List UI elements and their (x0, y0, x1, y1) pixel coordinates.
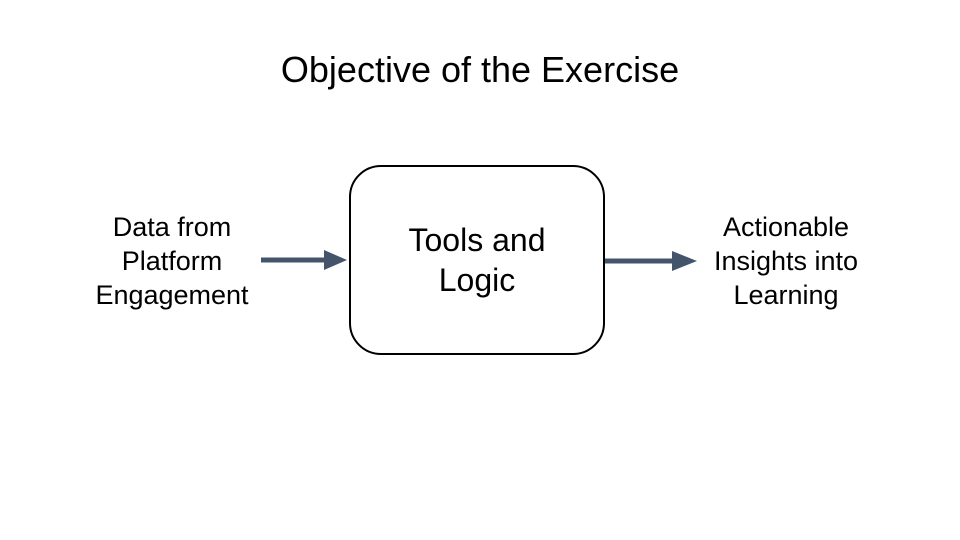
arrow-head (324, 250, 347, 270)
slide-title: Objective of the Exercise (280, 49, 680, 90)
arrow-head (672, 251, 697, 271)
process-box-label: Tools and Logic (408, 222, 546, 298)
source-label: Data from Platform Engagement (95, 212, 249, 310)
process-box: Tools and Logic (349, 165, 605, 355)
output-label: Actionable Insights into Learning (713, 212, 859, 310)
arrow-right-icon (261, 250, 347, 270)
arrow-right-icon (605, 251, 697, 271)
